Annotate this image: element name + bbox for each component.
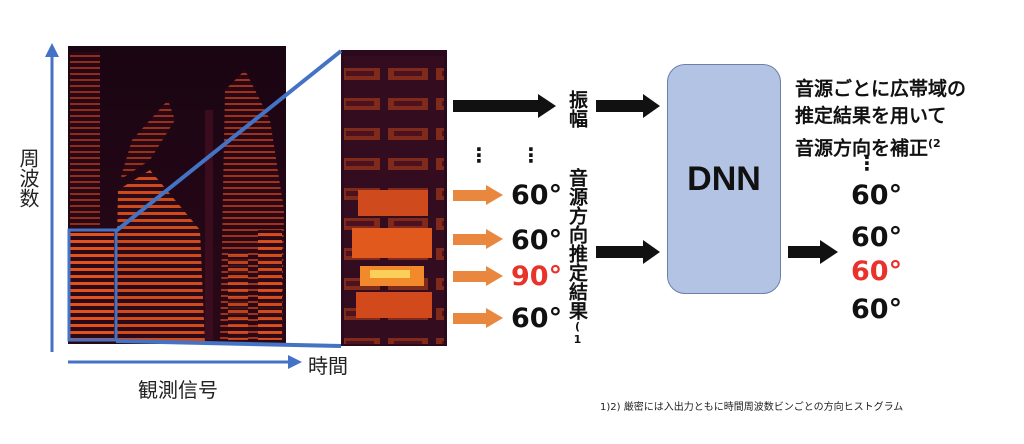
arrow-dnn-to-output	[788, 240, 838, 264]
estimate-2: 60°	[511, 225, 563, 256]
zoomed-spectrogram	[341, 50, 447, 346]
output-value-1: 60°	[851, 180, 903, 211]
orange-arrow-1	[453, 190, 487, 201]
footnote: 1)2) 厳密には入出力ともに時間周波数ビンごとの方向ヒストグラム	[600, 402, 904, 413]
frequency-axis-arrowhead	[45, 43, 59, 57]
orange-arrow-3	[453, 271, 487, 282]
orange-arrows	[453, 185, 503, 328]
ellipsis-right: ⋮	[521, 143, 541, 167]
direction-estimate-text: 音源方向推定結果	[566, 168, 588, 320]
output-text-line3: 音源方向を補正	[795, 137, 929, 160]
frequency-axis-label: 周波数	[16, 148, 40, 208]
arrow-direction-to-dnn	[596, 240, 660, 264]
amplitude-label: 振幅	[566, 90, 588, 128]
time-axis-label: 時間	[308, 354, 348, 378]
output-text-line2: 推定結果を用いて	[795, 105, 947, 127]
estimate-3-outlier: 90°	[511, 261, 563, 292]
orange-arrow-2-head	[486, 229, 503, 249]
orange-arrow-4-head	[486, 308, 503, 328]
time-axis-arrowhead	[288, 355, 302, 369]
output-ellipsis: ⋮	[857, 151, 877, 175]
direction-estimate-label: 音源方向推定結果(1	[564, 168, 591, 346]
orange-arrow-1-head	[486, 185, 503, 205]
output-value-2: 60°	[851, 222, 903, 253]
dnn-block: DNN	[667, 64, 781, 294]
estimate-1: 60°	[511, 180, 563, 211]
zoom-region-box	[67, 228, 118, 342]
direction-footnote-mark: (1	[571, 320, 584, 346]
estimate-4: 60°	[511, 303, 563, 334]
arrow-amplitude-to-dnn	[596, 94, 660, 118]
observed-signal-caption: 観測信号	[138, 378, 218, 402]
zoom-line-bottom	[115, 339, 342, 348]
output-description: 音源ごとに広帯域の 推定結果を用いて 音源方向を補正(2	[795, 76, 966, 162]
orange-arrow-4	[453, 313, 487, 324]
output-value-4: 60°	[851, 294, 903, 325]
spectrogram	[68, 46, 286, 344]
output-text-line3-wrap: 音源方向を補正(2	[795, 130, 966, 162]
ellipsis-left: ⋮	[469, 143, 489, 167]
orange-arrow-2	[453, 234, 487, 245]
output-text-line1: 音源ごとに広帯域の	[795, 78, 967, 100]
arrow-to-amplitude	[453, 94, 556, 118]
output-footnote-mark: (2	[928, 137, 941, 150]
zoom-line-top	[114, 49, 343, 233]
orange-arrow-3-head	[486, 266, 503, 286]
output-value-3-corrected: 60°	[851, 256, 903, 287]
